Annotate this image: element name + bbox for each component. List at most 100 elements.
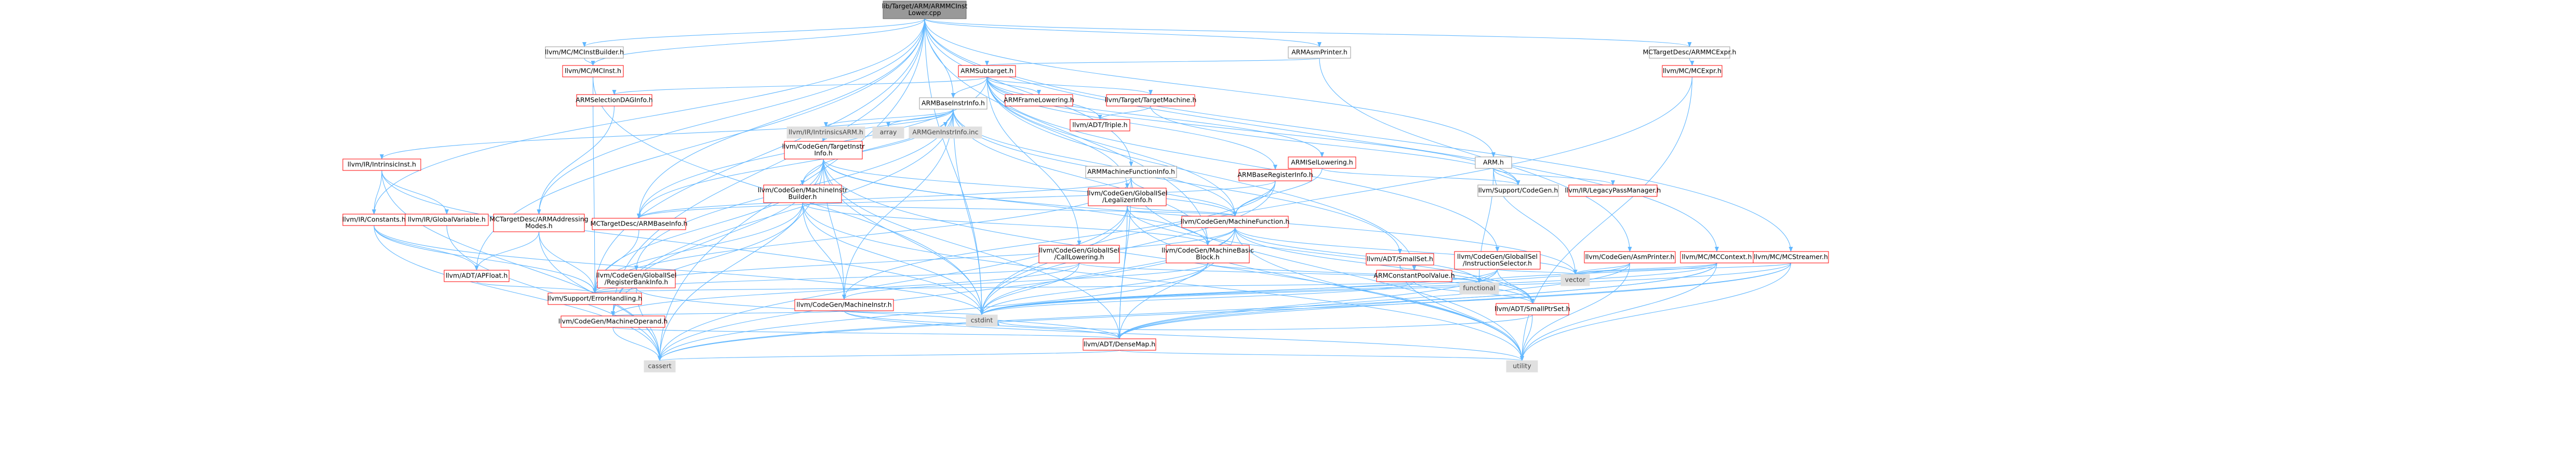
node-label-addrmodes: Modes.h xyxy=(525,222,552,230)
edge-root-to-errorhandling xyxy=(593,18,925,294)
node-legacypm[interactable]: llvm/IR/LegacyPassManager.h xyxy=(1565,184,1661,197)
node-box-legacypm xyxy=(1568,184,1658,197)
edge-root-to-cstdint xyxy=(924,18,984,315)
node-selectiondag[interactable]: ARMSelectionDAGInfo.h xyxy=(576,94,653,107)
edge-machinefunction-to-utility xyxy=(1234,227,1524,361)
node-box-intrinsicsarm xyxy=(786,126,865,139)
node-label-legacypm: llvm/IR/LegacyPassManager.h xyxy=(1565,187,1661,194)
node-targetmachine[interactable]: llvm/Target/TargetMachine.h xyxy=(1105,94,1197,107)
node-smallptrset[interactable]: llvm/ADT/SmallPtrSet.h xyxy=(1494,303,1570,315)
edge-mccontext-to-functional xyxy=(1477,262,1717,283)
node-instselector[interactable]: llvm/CodeGen/GlobalISel/InstructionSelec… xyxy=(1454,251,1541,270)
node-box-baseregisterinfo xyxy=(1238,169,1312,181)
edge-mccontext-to-cassert xyxy=(658,262,1717,361)
node-mfinfo[interactable]: ARMMachineFunctionInfo.h xyxy=(1085,166,1177,178)
edge-targetinstrinfo-to-machinefunction xyxy=(823,158,1237,217)
node-label-instselector: llvm/CodeGen/GlobalISel xyxy=(1457,253,1538,260)
node-cpvalue[interactable]: ARMConstantPoolValue.h xyxy=(1373,270,1455,282)
node-mcinst[interactable]: llvm/MC/MCInst.h xyxy=(562,65,624,77)
node-label-functional: functional xyxy=(1463,284,1495,292)
edge-intrinsicinst-to-cstdint xyxy=(381,170,984,315)
edge-subtarget-to-targetmachine xyxy=(986,76,1153,95)
node-intrinsicinst[interactable]: llvm/IR/IntrinsicInst.h xyxy=(342,158,421,171)
node-box-mfinfo xyxy=(1085,166,1177,178)
node-codegen_h[interactable]: llvm/Support/CodeGen.h xyxy=(1477,184,1559,197)
node-mcexpr_arm[interactable]: MCTargetDesc/ARMMCExpr.h xyxy=(1643,46,1737,59)
node-label-mcinst: llvm/MC/MCInst.h xyxy=(565,67,621,75)
node-box-cstdint xyxy=(966,314,998,327)
node-array: array xyxy=(872,126,904,139)
node-label-cg_asmprinter: llvm/CodeGen/AsmPrinter.h xyxy=(1585,253,1675,261)
node-box-instselector xyxy=(1454,251,1541,270)
node-label-mcexpr: llvm/MC/MCExpr.h xyxy=(1663,67,1721,75)
node-asmprinter[interactable]: ARMAsmPrinter.h xyxy=(1288,46,1351,59)
node-label-apfloat: llvm/ADT/APFloat.h xyxy=(446,272,508,280)
node-legalizerinfo[interactable]: llvm/CodeGen/GlobalISel/LegalizerInfo.h xyxy=(1087,188,1168,206)
node-cg_asmprinter[interactable]: llvm/CodeGen/AsmPrinter.h xyxy=(1584,251,1676,263)
node-mcexpr[interactable]: llvm/MC/MCExpr.h xyxy=(1662,65,1723,77)
edge-mibuilder-to-mbb xyxy=(802,202,1210,246)
node-constants[interactable]: llvm/IR/Constants.h xyxy=(342,214,406,226)
node-mccontext[interactable]: llvm/MC/MCContext.h xyxy=(1680,251,1754,263)
edge-root-to-mcstreamer xyxy=(924,18,1793,252)
edge-selectiondag-to-addrmodes xyxy=(537,105,615,215)
node-regbankinfo[interactable]: llvm/CodeGen/GlobalISel/RegisterBankInfo… xyxy=(596,270,677,288)
node-label-mbb: Block.h xyxy=(1196,253,1220,261)
node-baseinstrinfo[interactable]: ARMBaseInstrInfo.h xyxy=(919,97,987,110)
node-framelowering[interactable]: ARMFrameLowering.h xyxy=(1004,94,1074,107)
node-label-mfinfo: ARMMachineFunctionInfo.h xyxy=(1087,168,1175,176)
node-baseregisterinfo[interactable]: ARMBaseRegisterInfo.h xyxy=(1237,169,1313,181)
node-box-vector xyxy=(1560,274,1590,286)
node-box-smallptrset xyxy=(1496,303,1569,315)
node-machineinstr[interactable]: llvm/CodeGen/MachineInstr.h xyxy=(794,299,894,311)
node-subtarget[interactable]: ARMSubtarget.h xyxy=(958,65,1016,77)
edge-mcstreamer-to-cassert xyxy=(658,262,1792,361)
edge-mcstreamer-to-vector xyxy=(1573,262,1792,275)
node-machinefunction[interactable]: llvm/CodeGen/MachineFunction.h xyxy=(1181,216,1290,228)
edge-machinefunction-to-cstdint xyxy=(980,227,1236,315)
node-label-intrinsicsarm: llvm/IR/IntrinsicsARM.h xyxy=(789,128,863,136)
edge-legalizerinfo-to-machinefunction xyxy=(1127,205,1237,217)
node-label-densemap: llvm/ADT/DenseMap.h xyxy=(1084,340,1155,348)
edge-root-to-armbaseinfo xyxy=(637,18,925,219)
node-label-mibuilder: Builder.h xyxy=(789,193,817,201)
node-callowering[interactable]: llvm/CodeGen/GlobalISel/CallLowering.h xyxy=(1038,245,1120,263)
node-box-machineoperand xyxy=(560,315,665,328)
edge-root-to-machineoperand xyxy=(611,18,925,316)
edge-targetmachine-to-codegen_h xyxy=(1150,105,1520,186)
edge-mfinfo-to-machinefunction xyxy=(1130,177,1237,217)
node-label-codegen_h: llvm/Support/CodeGen.h xyxy=(1478,187,1558,194)
node-box-machinefunction xyxy=(1181,216,1289,228)
node-machineoperand[interactable]: llvm/CodeGen/MachineOperand.h xyxy=(558,315,668,328)
node-arm_h[interactable]: ARM.h xyxy=(1475,156,1512,169)
node-label-asmprinter: ARMAsmPrinter.h xyxy=(1291,48,1347,56)
edge-mbb-to-functional xyxy=(1207,262,1481,283)
node-box-triple xyxy=(1070,119,1130,131)
node-box-cpvalue xyxy=(1376,270,1452,282)
node-box-armbaseinfo xyxy=(592,218,686,230)
edge-root-to-constants xyxy=(372,18,925,215)
node-mcstreamer[interactable]: llvm/MC/MCStreamer.h xyxy=(1753,251,1829,263)
node-armbaseinfo[interactable]: MCTargetDesc/ARMBaseInfo.h xyxy=(591,218,688,230)
edge-smallptrset-to-utility xyxy=(1520,314,1533,361)
node-box-mcinstbuilder xyxy=(545,46,624,59)
node-isellowering[interactable]: ARMISelLowering.h xyxy=(1288,156,1356,169)
node-errorhandling[interactable]: llvm/Support/ErrorHandling.h xyxy=(548,293,642,305)
node-apfloat[interactable]: llvm/ADT/APFloat.h xyxy=(444,270,510,282)
node-smallset[interactable]: llvm/ADT/SmallSet.h xyxy=(1366,253,1434,266)
node-densemap[interactable]: llvm/ADT/DenseMap.h xyxy=(1083,338,1156,351)
node-triple[interactable]: llvm/ADT/Triple.h xyxy=(1070,119,1130,131)
node-label-mccontext: llvm/MC/MCContext.h xyxy=(1682,253,1752,261)
edge-root-to-mbb xyxy=(924,18,1210,246)
edge-mbb-to-machineinstr xyxy=(842,262,1208,300)
node-label-callowering: llvm/CodeGen/GlobalISel xyxy=(1039,246,1119,254)
node-globalvariable[interactable]: llvm/IR/GlobalVariable.h xyxy=(405,214,489,226)
edge-constants-to-cassert xyxy=(373,225,662,361)
node-mcinstbuilder[interactable]: llvm/MC/MCInstBuilder.h xyxy=(545,46,624,59)
